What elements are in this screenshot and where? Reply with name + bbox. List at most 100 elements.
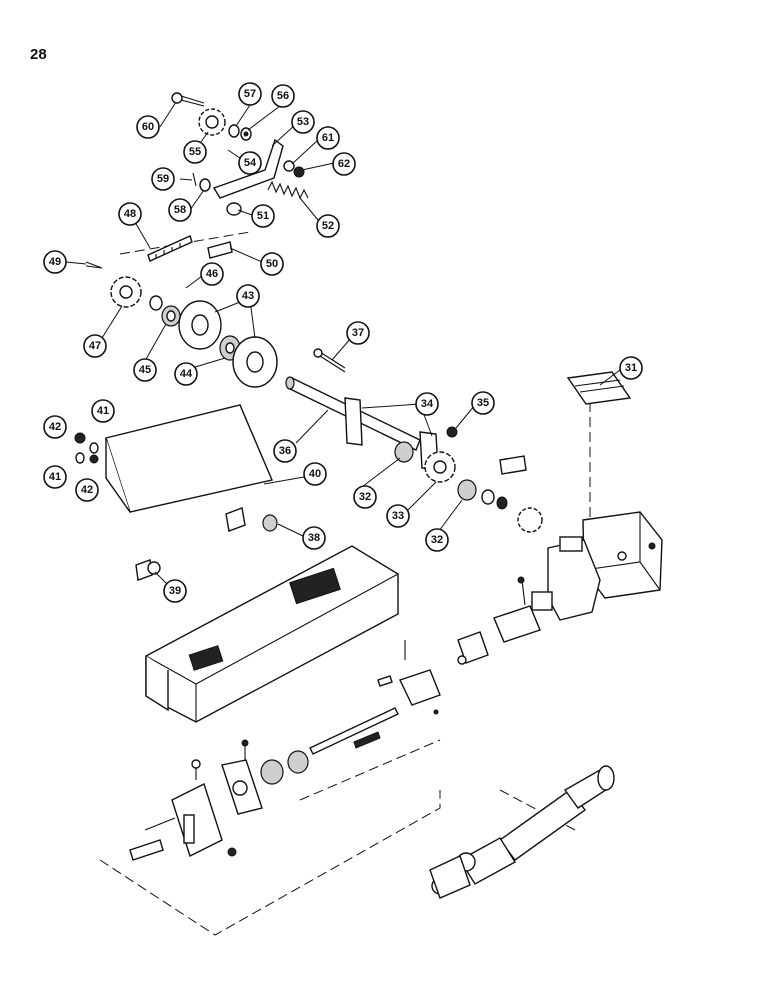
svg-text:32: 32 [431, 534, 443, 546]
sprocket-small [517, 507, 543, 533]
svg-text:37: 37 [352, 327, 364, 339]
svg-text:48: 48 [124, 208, 136, 220]
sprocket-47 [110, 276, 142, 308]
callout-32a: 32 [353, 485, 377, 509]
svg-text:45: 45 [139, 364, 151, 376]
tube-shaft [309, 707, 399, 755]
decal-31 [566, 371, 632, 405]
svg-text:31: 31 [625, 362, 637, 374]
svg-text:34: 34 [421, 398, 434, 410]
plate-50 [207, 241, 233, 259]
svg-text:60: 60 [142, 121, 154, 133]
callout-37: 37 [346, 321, 370, 345]
pin-49 [85, 261, 103, 269]
callout-46: 46 [200, 262, 224, 286]
callout-39: 39 [163, 579, 187, 603]
svg-text:56: 56 [277, 90, 289, 102]
leader-lines [65, 101, 621, 588]
callout-55: 55 [183, 140, 207, 164]
bolt-60 [171, 92, 205, 107]
callout-57: 57 [238, 82, 262, 106]
washer-58 [199, 178, 211, 192]
callout-44: 44 [174, 362, 198, 386]
svg-text:62: 62 [338, 158, 350, 170]
svg-text:43: 43 [242, 290, 254, 302]
nut-35 [446, 426, 458, 438]
svg-text:53: 53 [297, 116, 309, 128]
washer [481, 489, 495, 505]
callout-47: 47 [83, 334, 107, 358]
callout-62: 62 [332, 152, 356, 176]
idler-arm-53 [212, 138, 284, 199]
svg-text:44: 44 [180, 368, 193, 380]
nut-42a [74, 432, 86, 444]
svg-text:51: 51 [257, 210, 269, 222]
svg-text:41: 41 [97, 405, 109, 417]
svg-text:36: 36 [279, 445, 291, 457]
svg-text:41: 41 [49, 471, 61, 483]
svg-text:57: 57 [244, 88, 256, 100]
shield-40 [105, 404, 273, 532]
pto-driveline [429, 765, 615, 899]
washer-56 [240, 127, 252, 141]
washer-41b [75, 452, 85, 464]
svg-text:33: 33 [392, 510, 404, 522]
nut-42b [89, 454, 99, 464]
callout-33: 33 [386, 504, 410, 528]
callout-61: 61 [316, 126, 340, 150]
bushing-32b [457, 479, 477, 501]
washer-41a [89, 442, 99, 454]
svg-text:47: 47 [89, 340, 101, 352]
nut-61 [283, 160, 295, 172]
washer-57 [228, 124, 240, 138]
bushing-38 [262, 514, 278, 532]
callout-42a: 42 [43, 415, 67, 439]
main-shield [145, 545, 399, 723]
svg-text:46: 46 [206, 268, 218, 280]
callout-35: 35 [471, 391, 495, 415]
yoke-assembly [377, 605, 541, 715]
callout-45: 45 [133, 358, 157, 382]
svg-text:35: 35 [477, 397, 489, 409]
spring-52 [267, 180, 309, 200]
svg-text:61: 61 [322, 132, 334, 144]
svg-text:38: 38 [308, 532, 320, 544]
callout-51: 51 [251, 204, 275, 228]
callout-42b: 42 [75, 478, 99, 502]
callout-59: 59 [151, 167, 175, 191]
svg-text:39: 39 [169, 585, 181, 597]
callout-38: 38 [302, 526, 326, 550]
callout-53: 53 [291, 110, 315, 134]
callout-54: 54 [238, 151, 262, 175]
latch-39 [135, 559, 161, 581]
callout-49: 49 [43, 250, 67, 274]
clip [499, 455, 527, 475]
callout-41b: 41 [43, 465, 67, 489]
callout-58: 58 [168, 198, 192, 222]
callout-34: 34 [415, 392, 439, 416]
svg-text:58: 58 [174, 204, 186, 216]
callout-41a: 41 [91, 399, 115, 423]
callout-52: 52 [316, 214, 340, 238]
callout-32b: 32 [425, 528, 449, 552]
bearing-45 [161, 305, 181, 327]
flange-43a [178, 300, 222, 350]
pin-59 [192, 172, 197, 187]
mount-bracket [129, 759, 237, 861]
svg-text:42: 42 [49, 421, 61, 433]
svg-text:55: 55 [189, 146, 201, 158]
svg-text:32: 32 [359, 491, 371, 503]
page-number: 28 [30, 46, 47, 63]
svg-text:49: 49 [49, 256, 61, 268]
svg-text:59: 59 [157, 173, 169, 185]
callout-36: 36 [273, 439, 297, 463]
washer-dark [496, 496, 508, 510]
bolt-37 [313, 348, 346, 373]
svg-text:52: 52 [322, 220, 334, 232]
svg-text:50: 50 [266, 258, 278, 270]
callout-43: 43 [236, 284, 260, 308]
callout-31: 31 [619, 356, 643, 380]
callout-50: 50 [260, 252, 284, 276]
sprocket-33 [424, 451, 456, 483]
